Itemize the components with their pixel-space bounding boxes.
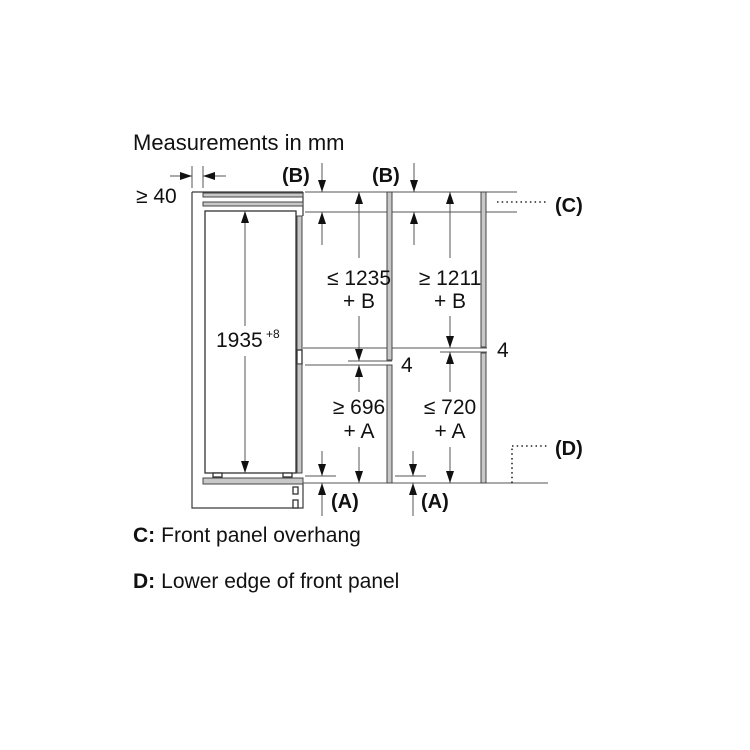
niche-lower-value: ≥ 696 [333,396,385,419]
panel-upper-value: ≥ 1211 [419,267,482,290]
panel-top-marker: (B) [372,165,400,187]
cabinet-side-view: 1935 +8 [191,191,304,509]
panel-bottom-marker: (A) [421,491,449,513]
reference-lines [303,191,548,484]
legend-text: Lower edge of front panel [161,570,399,593]
front-panels [386,191,487,484]
legend-text: Front panel overhang [161,524,361,547]
diagram-title: Measurements in mm [133,130,345,155]
side-clearance-dimension: ≥ 40 [136,166,226,208]
appliance-foot-right [282,472,293,478]
lower-edge-marker-label: (D) [555,438,583,460]
panel-lower-addend: + A [435,420,466,443]
niche-gap-value: 4 [401,354,413,377]
door-gap-marker [296,349,303,365]
legend-item-overhang: C: Front panel overhang [133,524,361,547]
niche-bottom-marker: (A) [331,491,359,513]
appliance-height-tolerance: +8 [266,327,280,341]
legend: C: Front panel overhang D: Lower edge of f… [133,524,399,593]
appliance-door-upper [296,215,303,351]
niche-upper-value: ≤ 1235 [327,267,391,290]
panel-column-dimensions: (B) ≥ 1211 + B 4 ≤ 720 + A (A) [372,163,509,516]
niche-upper-addend: + B [343,290,375,313]
niche-lower-addend: + A [344,420,375,443]
panel-upper-addend: + B [434,290,466,313]
cabinet-second-panel-bar [202,201,304,207]
appliance-foot-left [212,472,223,478]
appliance-height-value: 1935 [216,329,263,352]
niche-column-dimensions: (B) ≤ 1235 + B 4 ≥ 696 + A (A) [282,163,413,516]
legend-key: D: [133,570,155,593]
plinth-bar [202,477,304,485]
legend-key: C: [133,524,155,547]
appliance-door-lower [296,363,303,474]
niche-top-marker: (B) [282,165,310,187]
plinth-bracket-lower [292,499,299,509]
overhang-marker: (C) [497,195,583,217]
overhang-marker-label: (C) [555,195,583,217]
plinth-bracket-upper [292,486,299,495]
appliance-body [204,210,297,474]
panel-lower-value: ≤ 720 [424,396,476,419]
side-clearance-label: ≥ 40 [136,185,177,208]
lower-edge-marker: (D) [511,438,583,483]
front-panel-lower [480,352,487,484]
panel-gap-value: 4 [497,339,509,362]
niche-panel-lower [386,364,393,484]
cabinet-top-panel-bar [202,192,304,198]
niche-panel-upper [386,191,393,361]
front-panel-upper [480,191,487,348]
cabinet-outline [191,192,304,509]
legend-item-lower-edge: D: Lower edge of front panel [133,570,399,593]
